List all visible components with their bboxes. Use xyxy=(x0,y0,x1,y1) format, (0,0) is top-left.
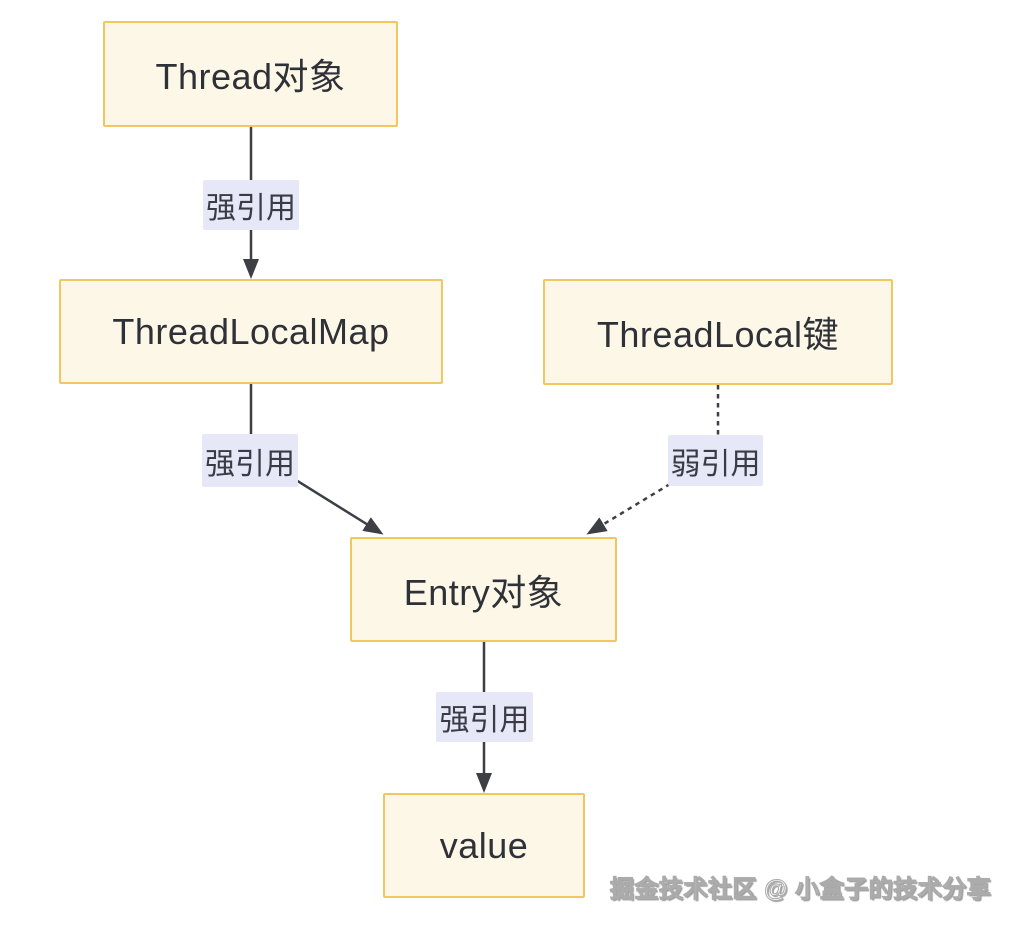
node-threadlocalmap-label: ThreadLocalMap xyxy=(112,310,390,352)
watermark: 掘金技术社区 @ 小盒子的技术分享 xyxy=(609,869,1010,904)
node-value-label: value xyxy=(439,824,529,866)
node-threadlocalmap: ThreadLocalMap xyxy=(59,279,443,384)
edge-label-text: 强引用 xyxy=(206,192,296,225)
node-threadlocal-key-label: ThreadLocal键 xyxy=(596,314,840,355)
edge-label-text: 强引用 xyxy=(205,447,295,481)
watermark-text: 掘金技术社区 @ 小盒子的技术分享 xyxy=(609,876,992,904)
node-entry-object: Entry对象 xyxy=(350,537,617,642)
edge-label-weak-ref-key-to-entry: 弱引用 xyxy=(668,435,763,486)
node-threadlocal-key: ThreadLocal键 xyxy=(543,279,893,385)
edge-label-strong-ref-map-to-entry: 强引用 xyxy=(202,434,298,487)
node-thread-object: Thread对象 xyxy=(103,21,398,127)
edge-label-text: 强引用 xyxy=(439,704,530,737)
edge-label-strong-ref-entry-to-value: 强引用 xyxy=(436,692,533,742)
edge-label-strong-ref-thread-to-map: 强引用 xyxy=(203,180,299,230)
node-value: value xyxy=(383,793,585,898)
edge-label-text: 弱引用 xyxy=(670,447,761,481)
node-entry-object-label: Entry对象 xyxy=(403,571,564,613)
node-thread-object-label: Thread对象 xyxy=(155,56,346,97)
